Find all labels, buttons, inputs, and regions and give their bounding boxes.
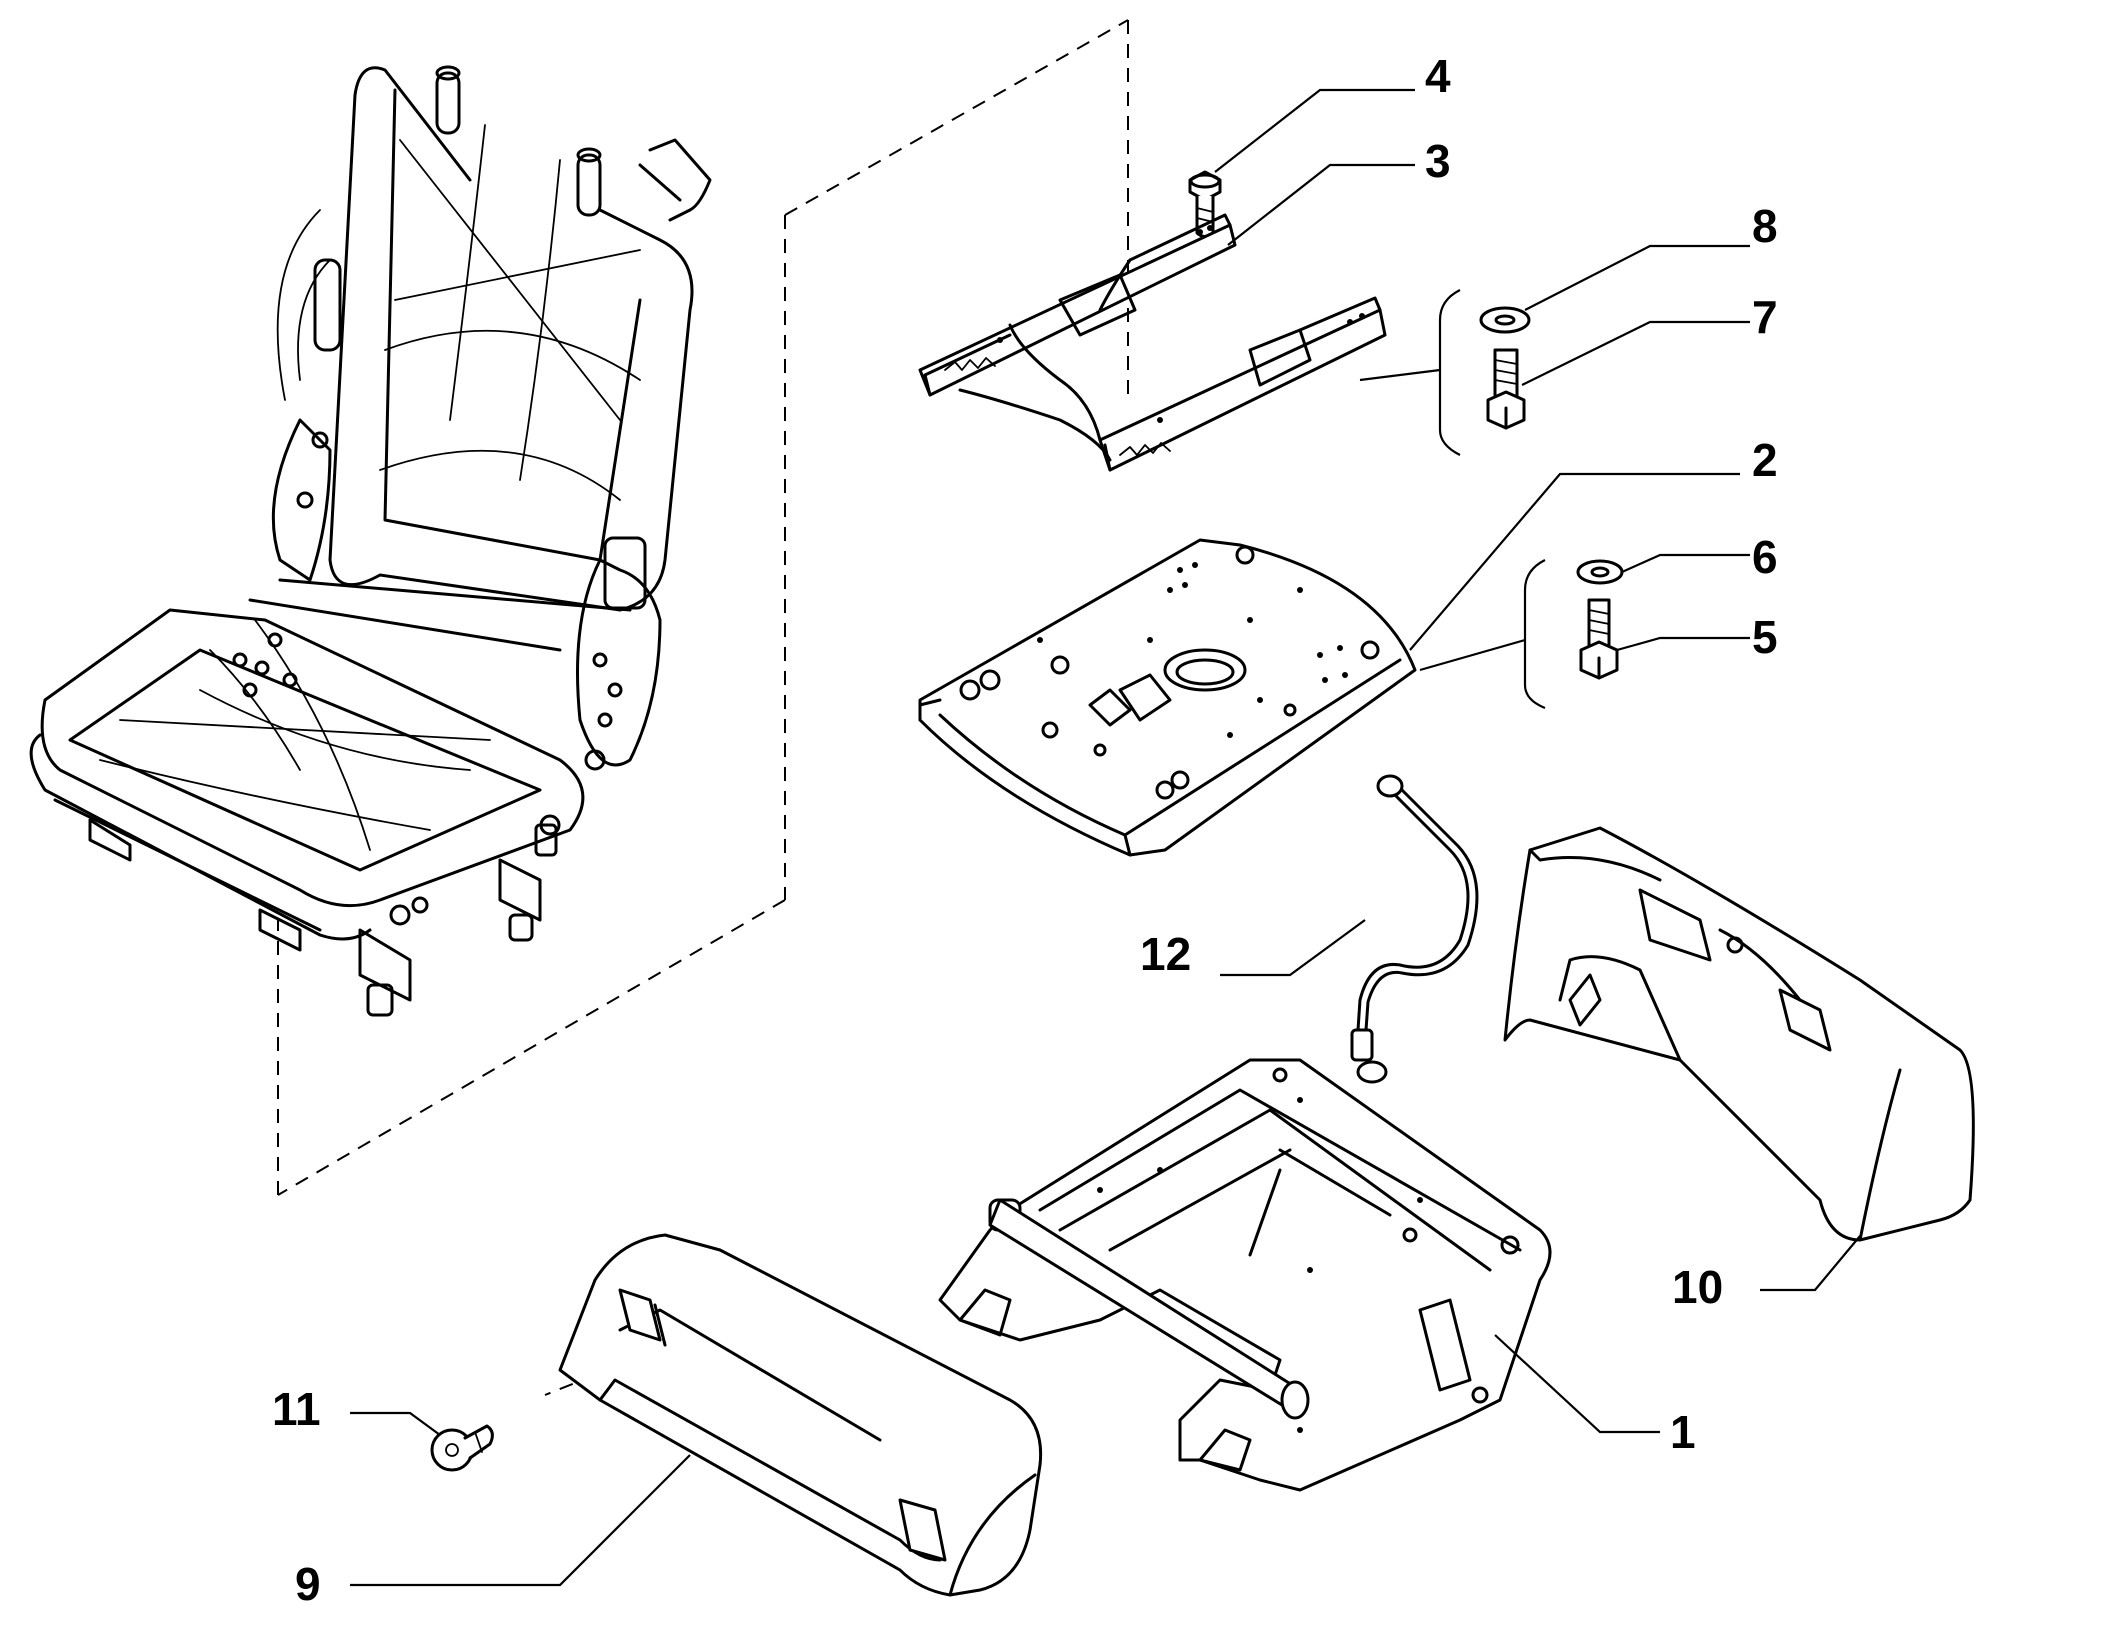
callout-8: 8 — [1752, 200, 1778, 252]
callout-11: 11 — [272, 1383, 321, 1435]
part-5-bolt — [1579, 598, 1619, 680]
callout-7: 7 — [1752, 291, 1778, 343]
part-9-front-cover — [558, 1233, 1043, 1597]
callout-4: 4 — [1425, 50, 1451, 102]
seat-frame — [29, 65, 712, 1017]
part-12-ground-cable — [1350, 774, 1479, 1084]
part-8-washer — [1479, 306, 1531, 334]
callout-9: 9 — [295, 1558, 321, 1610]
callout-2: 2 — [1752, 434, 1778, 486]
callout-5: 5 — [1752, 611, 1778, 663]
leader-lines — [350, 88, 1861, 1587]
callout-numbers: 1 2 3 4 5 6 7 8 9 10 11 12 — [272, 50, 1778, 1610]
part-4-bolt — [1188, 170, 1222, 238]
part-7-bolt — [1486, 348, 1526, 430]
part-1-base-frame — [938, 1058, 1552, 1492]
callout-12: 12 — [1140, 928, 1191, 980]
part-10-rear-cover — [1503, 826, 1975, 1242]
part-11-screw — [430, 1424, 494, 1472]
part-2-base-plate — [918, 538, 1417, 857]
callout-10: 10 — [1672, 1261, 1723, 1313]
callout-1: 1 — [1670, 1406, 1696, 1458]
bracket-5-6 — [1523, 559, 1546, 710]
bracket-7-8 — [1438, 289, 1461, 456]
part-3-seat-rails — [918, 213, 1387, 472]
callout-3: 3 — [1425, 135, 1451, 187]
callout-6: 6 — [1752, 531, 1778, 583]
part-6-washer — [1576, 559, 1624, 585]
